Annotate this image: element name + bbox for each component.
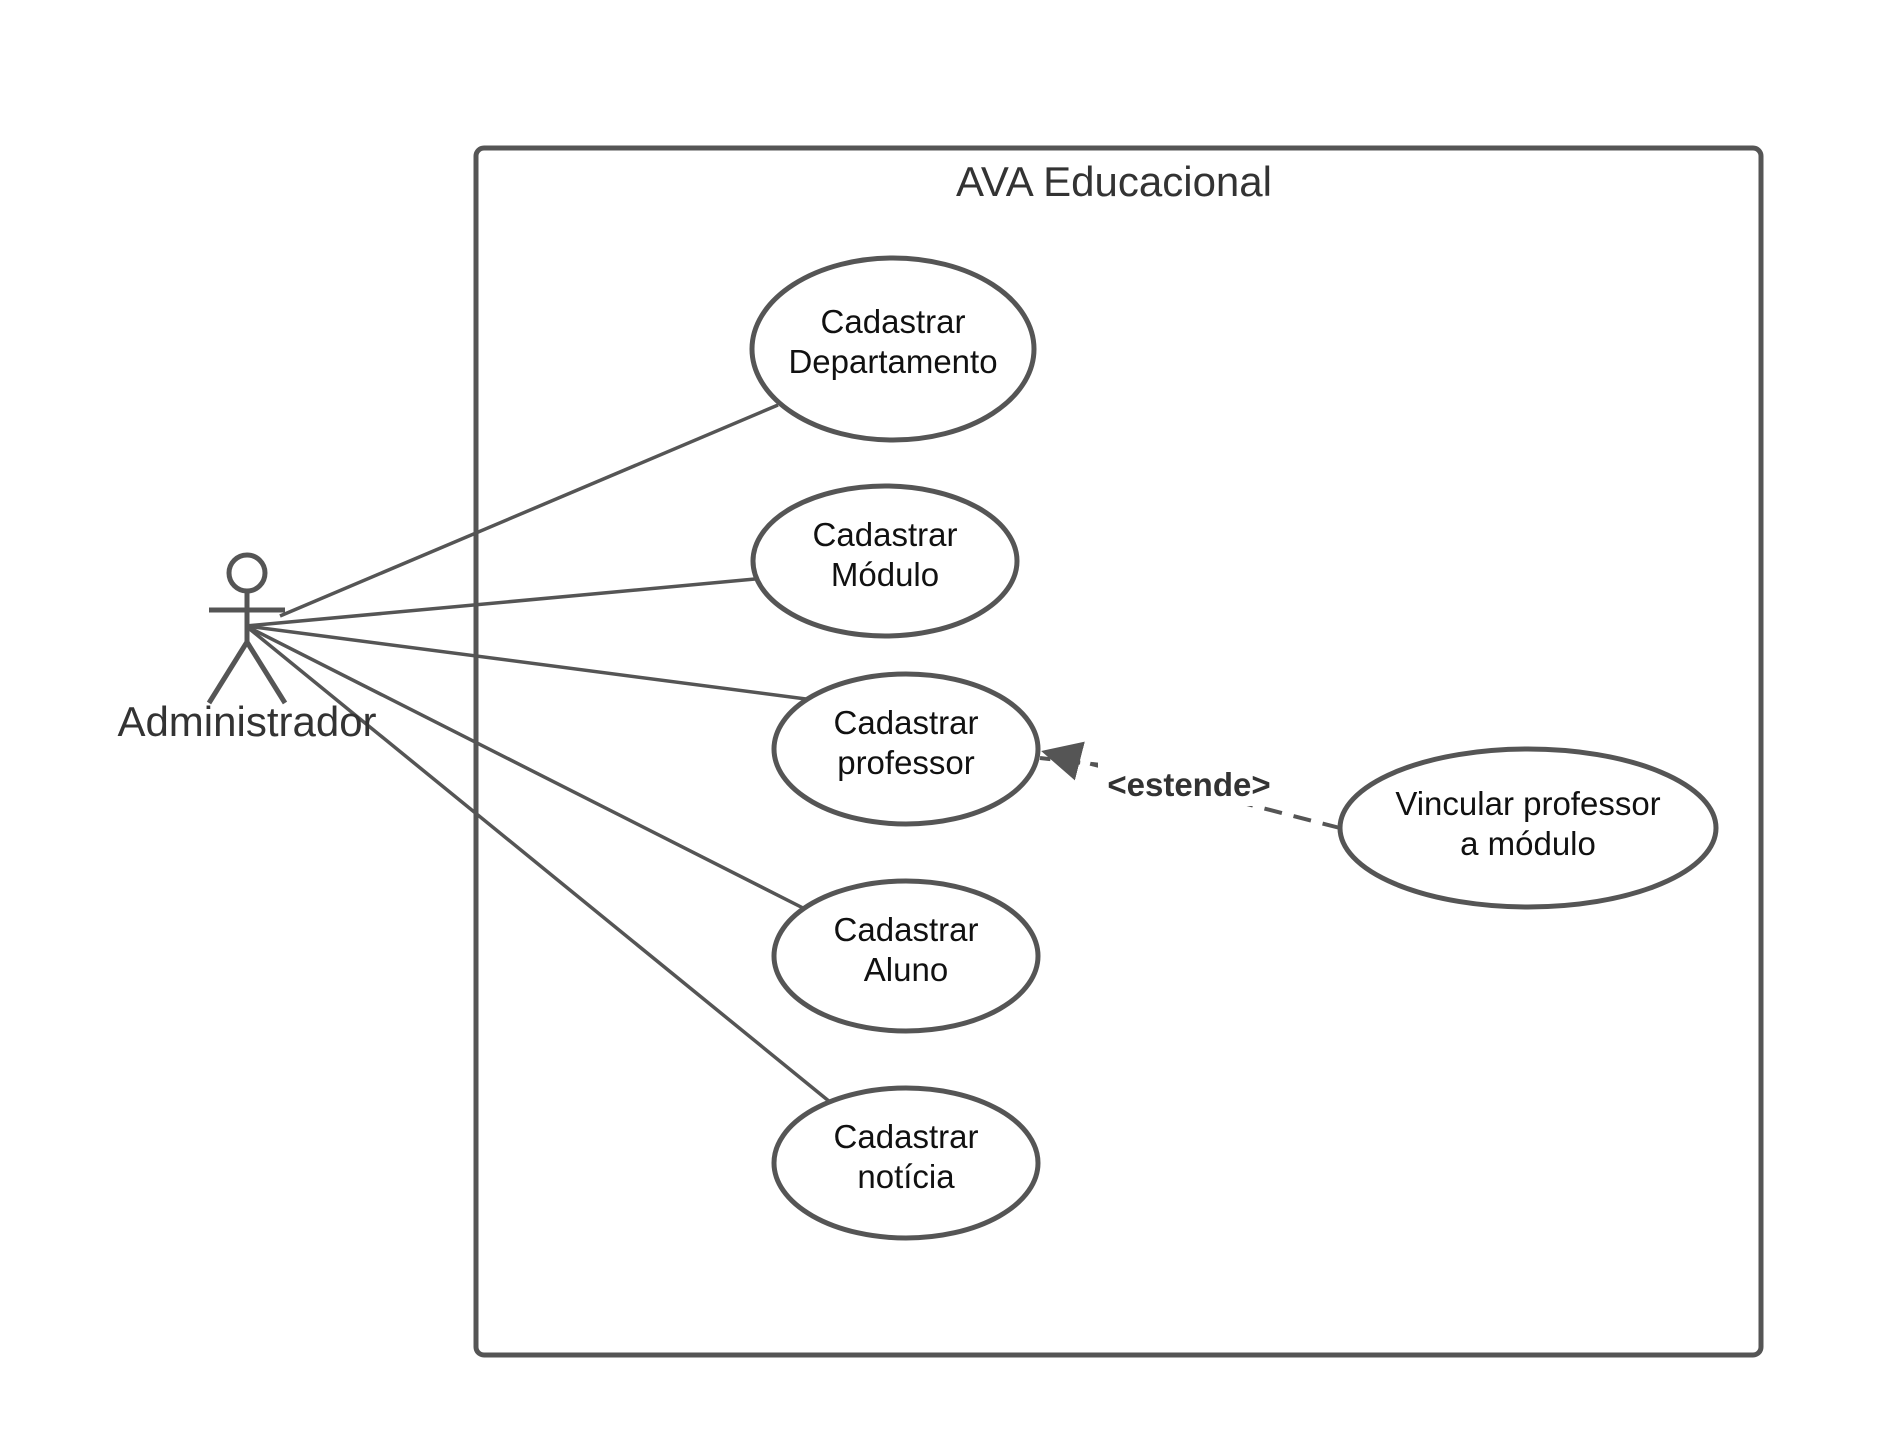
use-case-cadastrar-departamento: Cadastrar Departamento: [749, 255, 1037, 443]
extend-relationship: <estende>: [1039, 741, 1341, 830]
use-case-label: Aluno: [864, 951, 948, 988]
association-line: [279, 403, 779, 618]
associations: [244, 403, 832, 1104]
use-case-label: Módulo: [831, 556, 939, 593]
use-case-cadastrar-aluno: Cadastrar Aluno: [771, 878, 1041, 1034]
use-case-label: Vincular professor: [1395, 785, 1660, 822]
use-case-label: Departamento: [788, 343, 997, 380]
use-case-label: a módulo: [1460, 825, 1596, 862]
actor-administrador: Administrador: [117, 552, 377, 745]
use-case-cadastrar-professor: Cadastrar professor: [771, 671, 1041, 827]
actor-right-leg: [244, 640, 288, 705]
extend-label-background: [1098, 760, 1280, 806]
use-case-label: Cadastrar: [834, 1118, 979, 1155]
association-line: [245, 624, 804, 910]
use-case-label: Cadastrar: [834, 911, 979, 948]
use-case-cadastrar-noticia: Cadastrar notícia: [771, 1085, 1041, 1241]
system-boundary: [473, 145, 1764, 1358]
actor-head: [226, 552, 268, 594]
system-title: AVA Educacional: [956, 158, 1272, 205]
use-case-label: Cadastrar: [813, 516, 958, 553]
association-line: [245, 577, 756, 628]
use-case-label: Cadastrar: [821, 303, 966, 340]
use-case-label: notícia: [857, 1158, 955, 1195]
extend-label: <estende>: [1107, 766, 1270, 803]
use-case-cadastrar-modulo: Cadastrar Módulo: [750, 483, 1020, 639]
association-line: [244, 624, 832, 1104]
use-case-vincular-professor-a-modulo: Vincular professor a módulo: [1337, 746, 1719, 910]
actor-left-leg: [206, 640, 250, 705]
use-case-label: Cadastrar: [834, 704, 979, 741]
actor-label: Administrador: [117, 698, 376, 745]
use-case-label: professor: [837, 744, 975, 781]
association-line: [245, 624, 807, 701]
